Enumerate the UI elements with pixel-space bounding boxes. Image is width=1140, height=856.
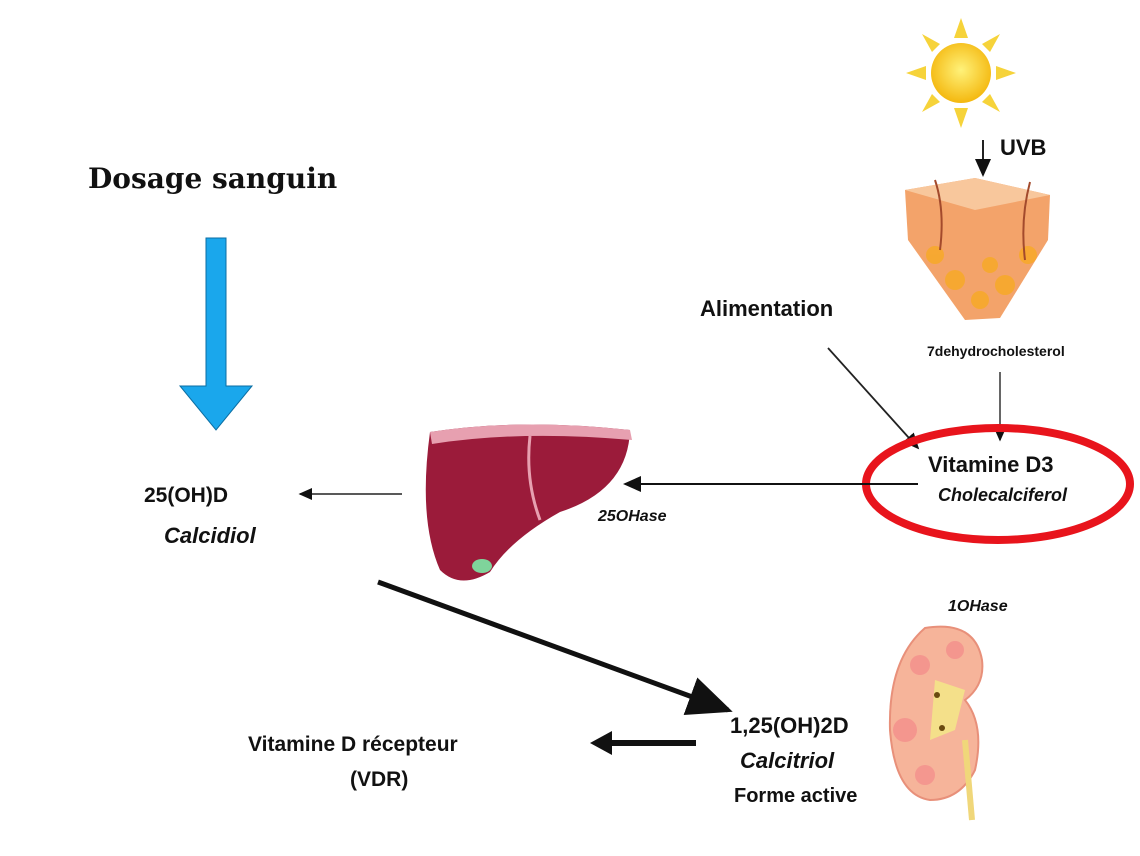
label-vdr: Vitamine D récepteur xyxy=(248,733,458,756)
label-calcidiol: Calcidiol xyxy=(164,523,256,548)
label-calcitriol: Calcitriol xyxy=(740,748,835,773)
alimentation-arrow xyxy=(827,347,920,450)
label-uvb: UVB xyxy=(1000,135,1047,160)
title-dosage-sanguin: Dosage sanguin xyxy=(88,162,338,195)
label-25ohase: 25OHase xyxy=(598,508,667,525)
calcidiol-to-calcitriol-arrow xyxy=(377,579,733,716)
label-25ohd: 25(OH)D xyxy=(144,484,229,507)
label-alimentation: Alimentation xyxy=(700,296,834,321)
sun-icon xyxy=(906,18,1016,128)
liver-icon xyxy=(425,424,632,581)
label-forme-active: Forme active xyxy=(734,785,858,807)
label-vdr-abbr: (VDR) xyxy=(350,768,409,791)
label-vitamine-d3: Vitamine D3 xyxy=(928,452,1054,477)
label-cholecalciferol: Cholecalciferol xyxy=(938,485,1068,505)
skin-icon xyxy=(905,178,1050,320)
kidney-icon xyxy=(888,625,984,821)
blue-down-arrow xyxy=(178,237,254,431)
label-precursor: 7dehydrocholesterol xyxy=(927,343,1065,359)
label-125oh2d: 1,25(OH)2D xyxy=(730,713,849,738)
label-1ohase: 1OHase xyxy=(948,598,1008,615)
